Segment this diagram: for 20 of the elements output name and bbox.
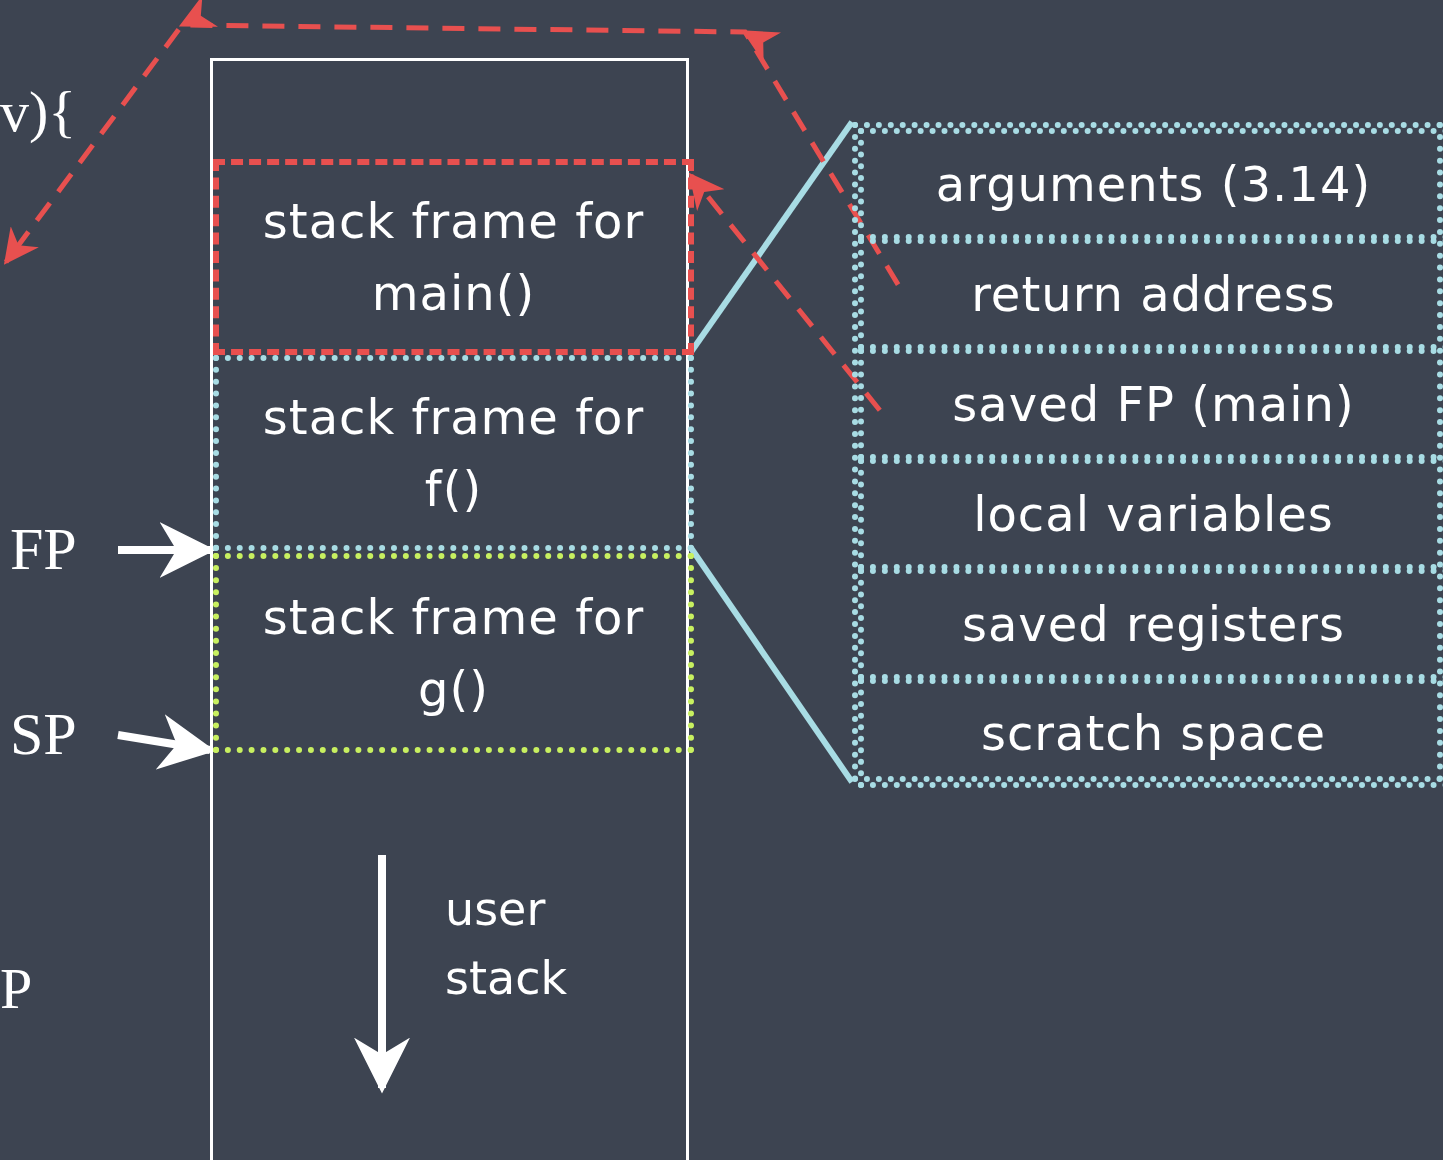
connector-line	[688, 546, 855, 784]
stack-label: user stack	[445, 881, 569, 1007]
field-label: scratch space	[980, 704, 1327, 763]
field-label: local variables	[973, 485, 1334, 544]
field-label: arguments (3.14)	[935, 155, 1372, 214]
frame-label: stack frame for g()	[261, 588, 646, 719]
arrow	[688, 172, 882, 412]
code-fragment: P	[0, 955, 33, 1023]
field-label: saved FP (main)	[952, 375, 1355, 434]
pointer-label: SP	[10, 700, 77, 769]
code-fragment: v){	[0, 78, 77, 146]
field-label: return address	[971, 265, 1336, 324]
pointer-label: FP	[10, 515, 77, 584]
stack-frame	[213, 355, 694, 551]
frame-label: stack frame for main()	[261, 192, 646, 323]
arrow	[4, 0, 901, 286]
stack-frame	[213, 553, 694, 753]
frame-label: stack frame for f()	[261, 388, 646, 519]
stack-frame	[213, 159, 694, 355]
field-label: saved registers	[961, 595, 1346, 654]
